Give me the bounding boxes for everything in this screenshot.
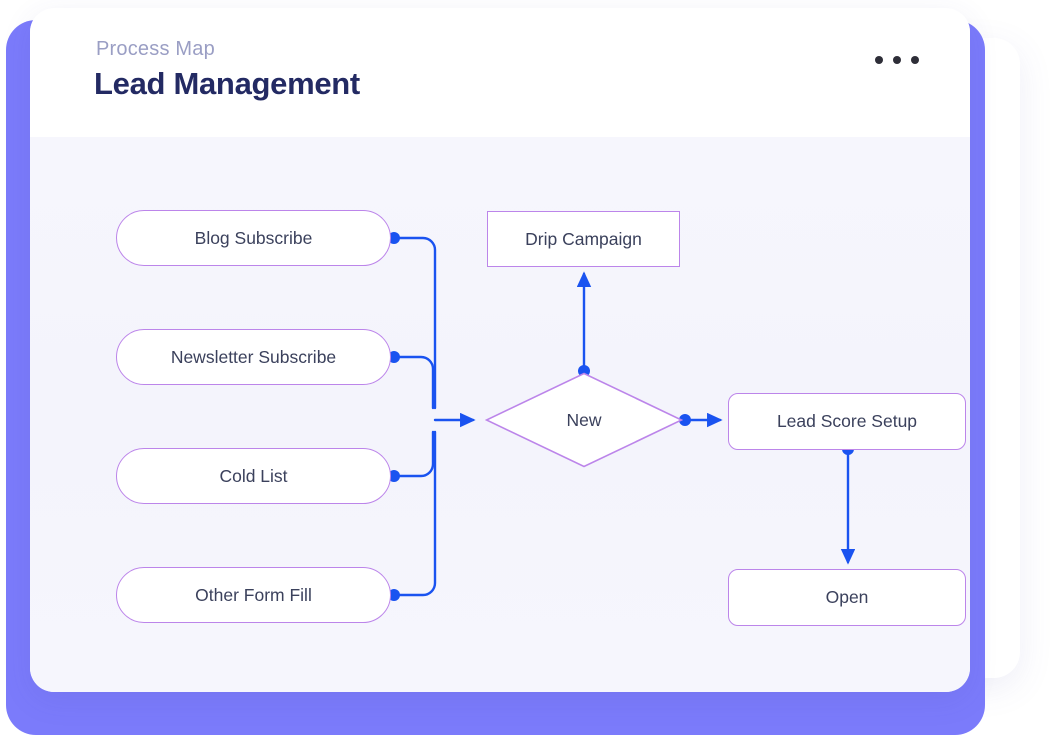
node-drip-campaign[interactable]: Drip Campaign — [487, 211, 680, 267]
node-cold-list[interactable]: Cold List — [116, 448, 391, 504]
connector-dot-new-top — [578, 365, 590, 377]
flow-connectors — [388, 232, 856, 601]
edge-newsletter-to-new — [389, 355, 435, 410]
diamond-shape — [484, 372, 684, 468]
kebab-menu-icon[interactable] — [875, 46, 919, 74]
node-label: Cold List — [219, 465, 288, 486]
node-new[interactable]: New — [484, 372, 684, 468]
kebab-dot-2 — [893, 56, 901, 64]
connector-dot-otherform — [388, 589, 400, 601]
connector-dot-blog — [388, 232, 400, 244]
edge-otherform-to-new — [389, 430, 437, 597]
node-lead-score-setup[interactable]: Lead Score Setup — [728, 393, 966, 450]
card-header: Process Map Lead Management — [30, 8, 970, 137]
node-label: Lead Score Setup — [776, 411, 918, 431]
connector-dot-coldlist — [388, 470, 400, 482]
connector-dot-new-right — [679, 414, 691, 426]
kebab-dot-1 — [875, 56, 883, 64]
node-label: Other Form Fill — [195, 584, 312, 605]
node-open[interactable]: Open — [728, 569, 966, 626]
kebab-dot-3 — [911, 56, 919, 64]
card-eyebrow: Process Map — [96, 38, 215, 60]
edge-blog-to-new — [389, 236, 437, 410]
node-label: Newsletter Subscribe — [170, 346, 337, 367]
node-label: Open — [825, 587, 869, 607]
node-label: Blog Subscribe — [194, 227, 313, 248]
page-title: Lead Management — [94, 66, 360, 101]
node-blog-subscribe[interactable]: Blog Subscribe — [116, 210, 391, 266]
connector-dot-newsletter — [388, 351, 400, 363]
node-other-form-fill[interactable]: Other Form Fill — [116, 567, 391, 623]
process-map-card: Process Map Lead Management — [30, 8, 970, 692]
node-newsletter-subscribe[interactable]: Newsletter Subscribe — [116, 329, 391, 385]
edge-coldlist-to-new — [389, 430, 435, 478]
node-label: Drip Campaign — [525, 228, 642, 249]
